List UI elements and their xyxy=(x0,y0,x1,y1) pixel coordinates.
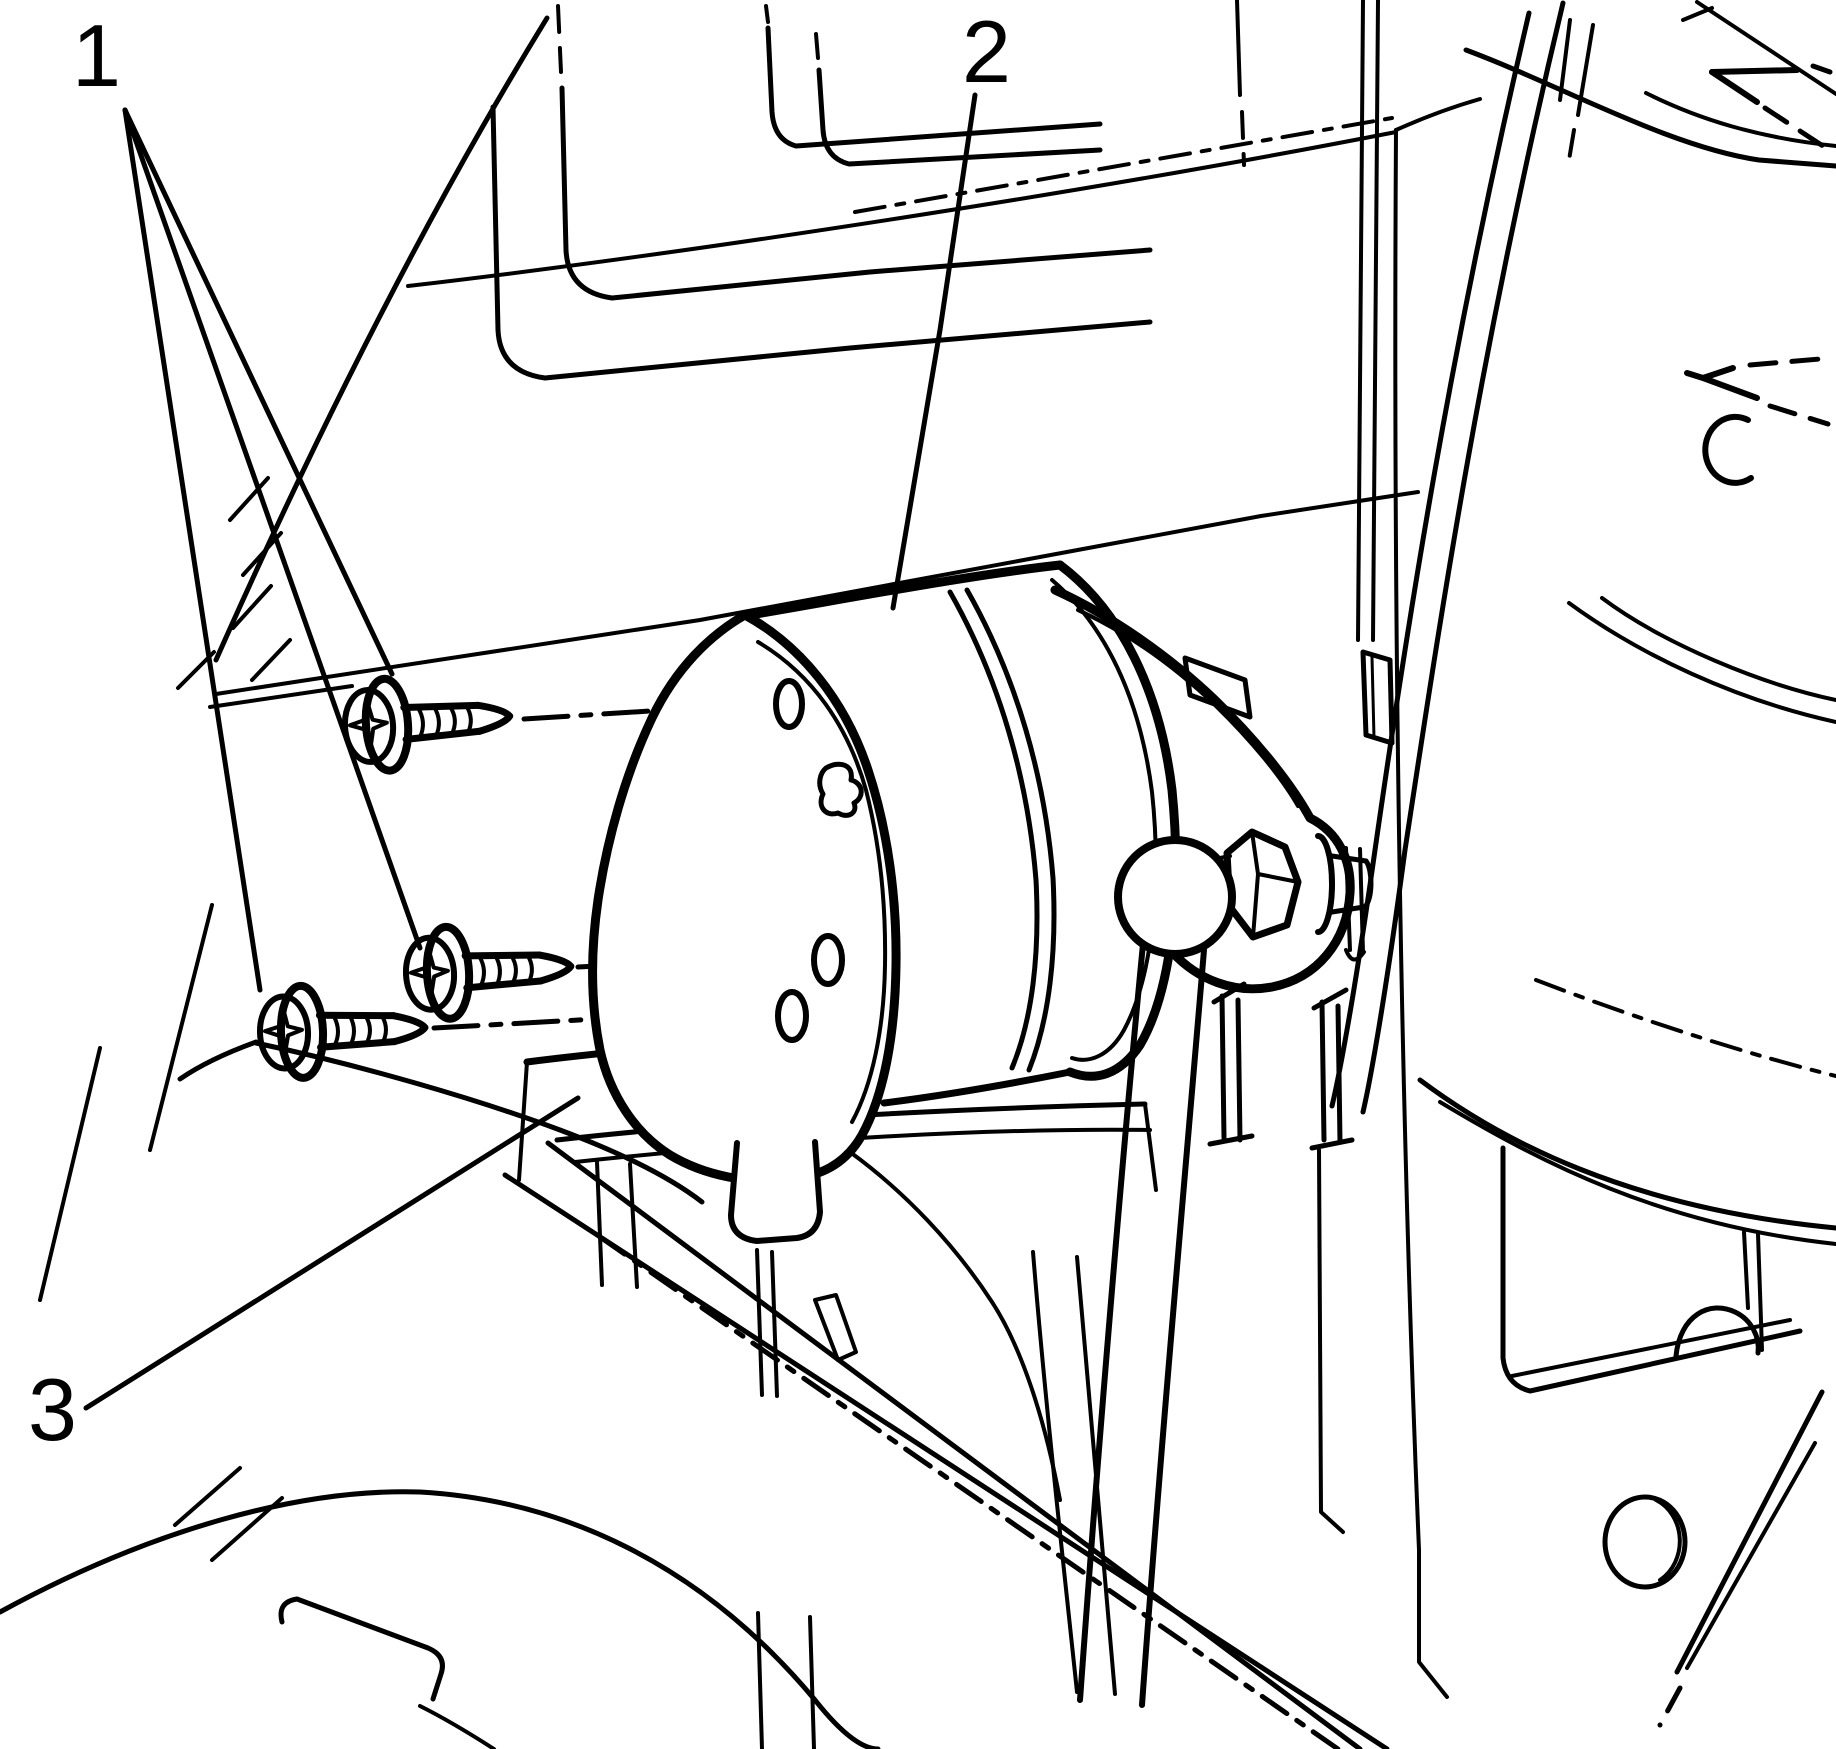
callout-1: 1 xyxy=(72,6,423,993)
bracket-hole-middle xyxy=(811,933,845,987)
right-pillar-and-panels xyxy=(1317,0,1836,1728)
ball-stud xyxy=(1114,836,1236,958)
callout-1-label: 1 xyxy=(72,6,121,105)
motor-assembly xyxy=(588,560,1374,1708)
bracket-clip-tab xyxy=(728,1139,823,1244)
body-structure-lines xyxy=(38,0,1420,1302)
fender-curve xyxy=(0,1466,881,1749)
diagonal-beam xyxy=(502,1140,1390,1749)
link-rod xyxy=(1077,941,1146,1703)
mounting-screws xyxy=(258,670,573,1079)
bolt-washer xyxy=(1315,833,1335,935)
bracket-notch-hole xyxy=(817,761,864,818)
section-arrow-icon xyxy=(1709,67,1800,75)
callout-3: 3 xyxy=(28,1095,581,1459)
callout-2: 2 xyxy=(890,2,1011,611)
callout-1-leader xyxy=(122,107,395,677)
motor-cylinder-fill xyxy=(750,565,1176,1103)
bracket-arm xyxy=(1050,585,1355,994)
bracket-hole-bottom xyxy=(775,989,809,1043)
callout-3-leader xyxy=(83,1095,581,1411)
callout-2-label: 2 xyxy=(962,2,1011,101)
motor-top-edge xyxy=(745,560,1065,620)
section-arrow-icon xyxy=(1684,370,1760,401)
callout-3-label: 3 xyxy=(28,1360,77,1459)
screw-top xyxy=(342,670,513,773)
motor-bottom-edge xyxy=(880,1068,1074,1107)
hex-bolt xyxy=(1223,828,1302,941)
bracket-hole-top xyxy=(773,678,805,730)
callout-2-leader xyxy=(890,92,978,611)
section-view-arrows xyxy=(1684,63,1835,427)
screw-middle xyxy=(404,920,574,1021)
